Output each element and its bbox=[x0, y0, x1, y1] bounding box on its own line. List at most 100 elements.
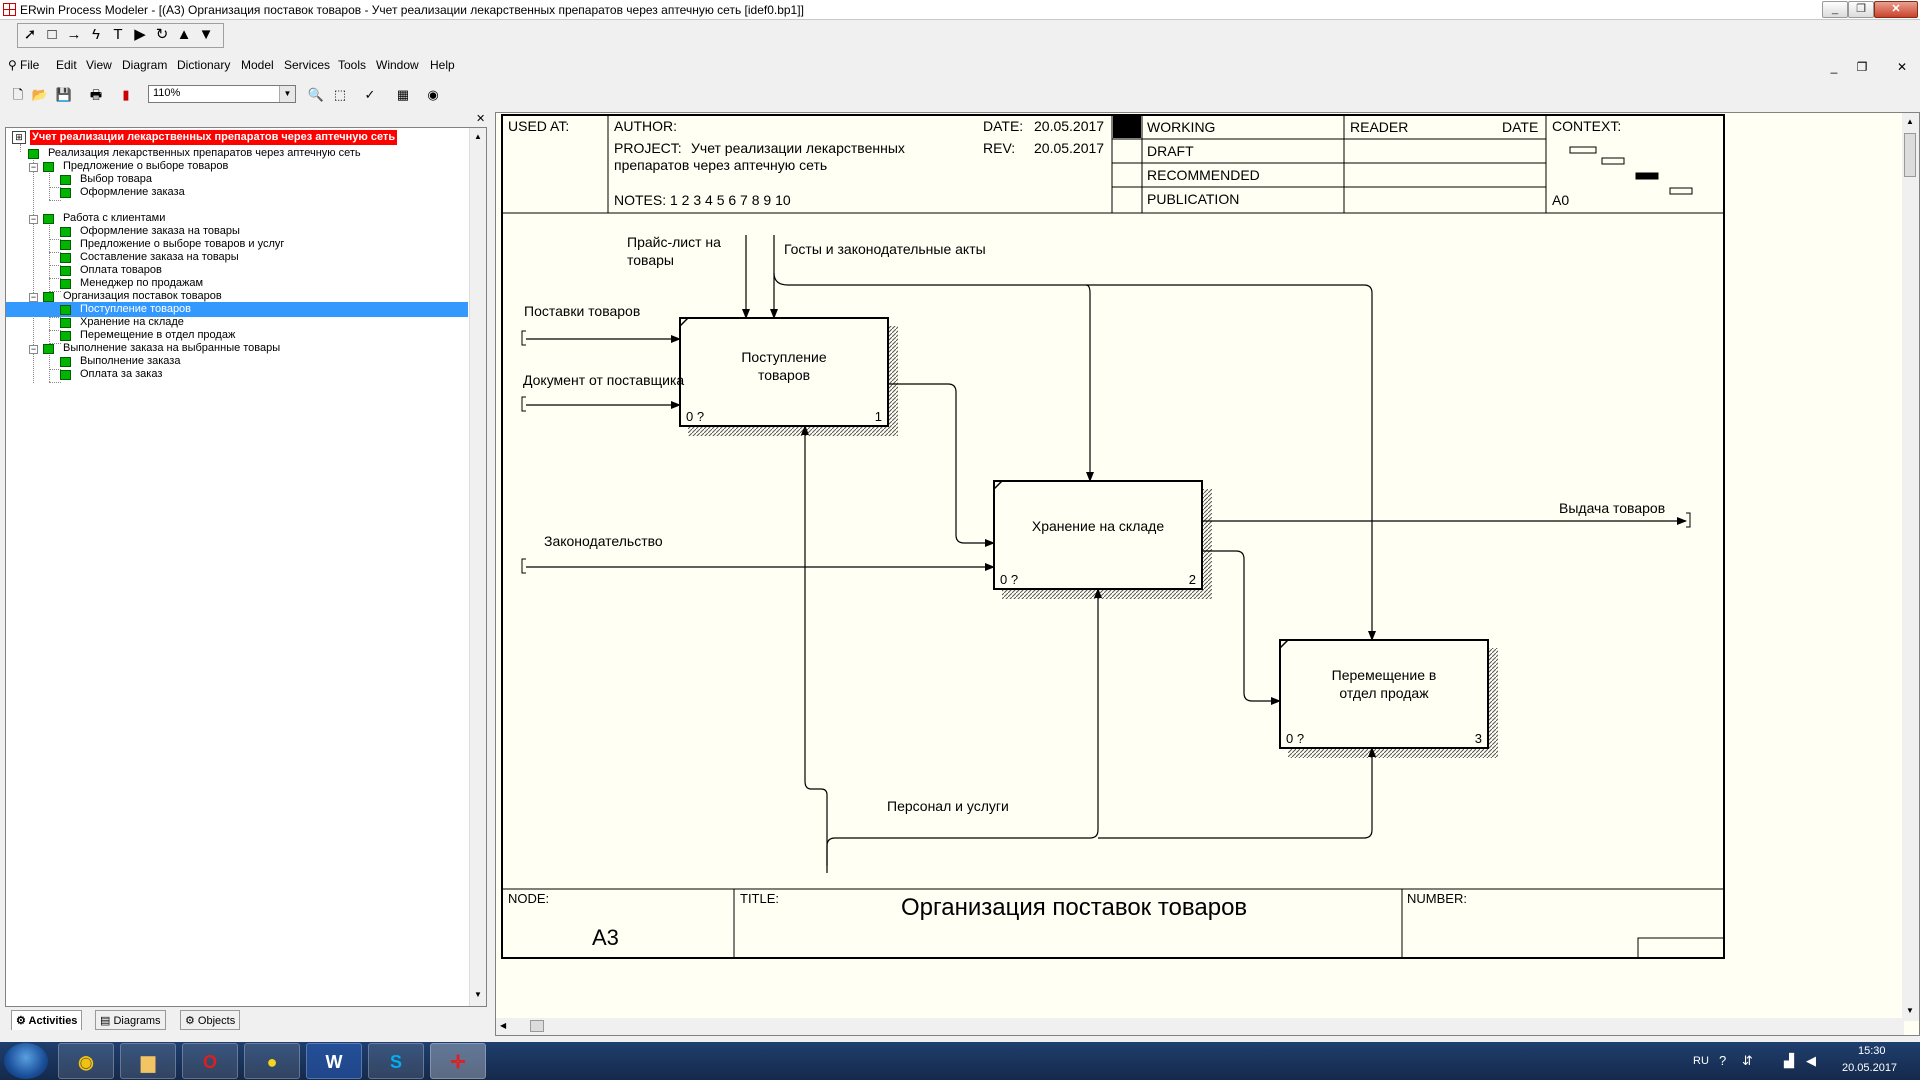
save-icon[interactable]: 💾 bbox=[55, 87, 73, 102]
mdi-close-button[interactable]: ✕ bbox=[1896, 60, 1908, 74]
box-1-number: 1 bbox=[875, 409, 882, 424]
tunnel-icon bbox=[1686, 512, 1691, 528]
zoom-select[interactable]: 110% ▼ bbox=[148, 85, 296, 103]
label-supplies[interactable]: Поставки товаров bbox=[524, 303, 640, 319]
tree-scrollbar[interactable]: ▲ ▼ bbox=[469, 128, 486, 1006]
pointer-tool-icon[interactable]: ➚ bbox=[23, 26, 37, 43]
label-staff[interactable]: Персонал и услуги bbox=[887, 798, 1009, 814]
zoom-fit-icon[interactable]: ⬚ bbox=[333, 87, 347, 102]
collapse-icon[interactable]: − bbox=[29, 344, 38, 354]
tab-diagrams[interactable]: ▤ Diagrams bbox=[95, 1010, 166, 1030]
scroll-down-icon[interactable]: ▼ bbox=[474, 990, 482, 999]
scroll-up-icon[interactable]: ▲ bbox=[474, 132, 482, 141]
tree-root[interactable]: ⊞ Учет реализации лекарственных препарат… bbox=[12, 130, 472, 145]
label-law[interactable]: Законодательство bbox=[544, 533, 663, 549]
arrow-staff-box3[interactable] bbox=[1098, 747, 1376, 839]
color-icon[interactable]: ▮ bbox=[122, 87, 130, 102]
new-icon[interactable]: 🗋 bbox=[12, 87, 24, 102]
date-value: 20.05.2017 bbox=[1034, 118, 1104, 134]
squiggle-tool-icon[interactable]: ϟ bbox=[92, 26, 100, 43]
menu-services[interactable]: Services bbox=[284, 58, 331, 72]
tray-expand-icon[interactable]: ⇵ bbox=[1742, 1053, 1753, 1068]
diagram-icon[interactable]: ◉ bbox=[427, 87, 439, 102]
open-icon[interactable]: 📂 bbox=[31, 87, 49, 102]
collapse-icon[interactable]: − bbox=[29, 214, 38, 224]
arrow-staff-box2[interactable] bbox=[826, 588, 1102, 873]
opera-taskbar-icon[interactable]: O bbox=[182, 1043, 238, 1079]
box-tool-icon[interactable]: □ bbox=[47, 26, 57, 43]
label-price-list-2[interactable]: товары bbox=[627, 252, 674, 268]
menu-diagram[interactable]: Diagram bbox=[122, 58, 168, 72]
print-icon[interactable]: 🖶 bbox=[89, 87, 103, 102]
horizontal-scroll-thumb[interactable] bbox=[530, 1020, 544, 1032]
model-explorer-icon[interactable]: ▦ bbox=[396, 87, 410, 102]
network-icon[interactable]: ▟ bbox=[1784, 1053, 1794, 1068]
tab-objects[interactable]: ⚙ Objects bbox=[180, 1010, 241, 1030]
messenger-taskbar-icon[interactable]: ● bbox=[244, 1043, 300, 1079]
zoom-icon[interactable]: 🔍 bbox=[307, 87, 325, 102]
tree-item-label: Организация поставок товаров bbox=[63, 290, 222, 302]
clock-time[interactable]: 15:30 bbox=[1858, 1045, 1886, 1057]
menu-tools[interactable]: Tools bbox=[338, 58, 367, 72]
menu-view[interactable]: View bbox=[86, 58, 112, 72]
box-2-number: 2 bbox=[1189, 572, 1196, 587]
arrow-box1-to-box2[interactable] bbox=[888, 383, 995, 547]
menu-file[interactable]: File bbox=[20, 58, 40, 72]
label-output[interactable]: Выдача товаров bbox=[1559, 500, 1665, 516]
mdi-minimize-button[interactable]: _ bbox=[1830, 60, 1838, 74]
start-button[interactable] bbox=[4, 1043, 48, 1079]
menu-dictionary[interactable]: Dictionary bbox=[177, 58, 231, 72]
label-price-list-1[interactable]: Прайс-лист на bbox=[627, 234, 721, 250]
model-explorer-tree: ▲ ▼ ⊞ Учет реализации лекарственных преп… bbox=[5, 127, 487, 1007]
doc-menu-icon[interactable]: ⚲ bbox=[8, 58, 17, 72]
box-3-name-line1: Перемещение в bbox=[1332, 667, 1437, 683]
collapse-icon[interactable]: − bbox=[29, 162, 38, 172]
chrome-taskbar-icon[interactable]: ◉ bbox=[58, 1043, 114, 1079]
canvas-horizontal-scrollbar[interactable]: ◀ bbox=[496, 1018, 1904, 1035]
chevron-down-icon[interactable]: ▼ bbox=[279, 86, 295, 102]
menu-help[interactable]: Help bbox=[430, 58, 455, 72]
scroll-left-icon[interactable]: ◀ bbox=[500, 1021, 507, 1030]
activity-box-3[interactable]: Перемещение в отдел продаж 0 ? 3 bbox=[1279, 639, 1498, 758]
go-down-tool-icon[interactable]: ▼ bbox=[198, 26, 214, 43]
explorer-taskbar-icon[interactable]: ▆ bbox=[120, 1043, 176, 1079]
word-taskbar-icon[interactable]: W bbox=[306, 1043, 362, 1079]
panel-close-icon[interactable]: ✕ bbox=[476, 113, 486, 125]
scroll-up-icon[interactable]: ▲ bbox=[1906, 117, 1914, 126]
vertical-scroll-thumb[interactable] bbox=[1904, 133, 1916, 177]
offpage-tool-icon[interactable]: ▶ bbox=[134, 26, 146, 43]
maximize-button[interactable]: ❐ bbox=[1848, 1, 1874, 18]
minimize-button[interactable]: _ bbox=[1822, 1, 1848, 18]
language-indicator[interactable]: RU bbox=[1693, 1055, 1709, 1067]
arrow-staff-box1[interactable] bbox=[801, 425, 828, 866]
text-tool-icon[interactable]: T bbox=[113, 26, 123, 43]
project-name-line1: Учет реализации лекарственных bbox=[691, 140, 905, 156]
activity-box-1[interactable]: Поступление товаров 0 ? 1 bbox=[679, 317, 898, 436]
arrow-box2-to-box3[interactable] bbox=[1202, 550, 1281, 705]
mdi-restore-button[interactable]: ❐ bbox=[1856, 60, 1868, 74]
window-title: ERwin Process Modeler - [(A3) Организаци… bbox=[20, 3, 804, 17]
arrow-gost-box3[interactable] bbox=[1086, 284, 1376, 641]
undo-tool-icon[interactable]: ↻ bbox=[155, 26, 169, 43]
menu-model[interactable]: Model bbox=[241, 58, 274, 72]
volume-icon[interactable]: ◀ bbox=[1806, 1053, 1816, 1068]
help-icon[interactable]: ? bbox=[1719, 1053, 1727, 1068]
arrow-tool-icon[interactable]: → bbox=[66, 26, 82, 43]
scroll-down-icon[interactable]: ▼ bbox=[1906, 1006, 1914, 1015]
skype-taskbar-icon[interactable]: S bbox=[368, 1043, 424, 1079]
menu-window[interactable]: Window bbox=[376, 58, 419, 72]
spellcheck-icon[interactable]: ✓ bbox=[364, 87, 376, 102]
go-up-tool-icon[interactable]: ▲ bbox=[176, 26, 192, 43]
activity-box-2[interactable]: Хранение на складе 0 ? 2 bbox=[993, 480, 1212, 599]
collapse-icon[interactable]: − bbox=[29, 292, 38, 302]
canvas-vertical-scrollbar[interactable]: ▲ ▼ bbox=[1902, 113, 1919, 1021]
close-button[interactable]: ✕ bbox=[1874, 1, 1918, 18]
tab-activities[interactable]: ⚙ Activities bbox=[11, 1010, 83, 1030]
activity-icon bbox=[60, 357, 71, 367]
menu-edit[interactable]: Edit bbox=[56, 58, 77, 72]
label-document[interactable]: Документ от поставщика bbox=[523, 372, 684, 388]
label-gost[interactable]: Госты и законодательные акты bbox=[784, 241, 986, 257]
activity-icon bbox=[43, 344, 54, 354]
erwin-taskbar-icon[interactable]: ✛ bbox=[430, 1043, 486, 1079]
clock-date[interactable]: 20.05.2017 bbox=[1842, 1062, 1898, 1074]
